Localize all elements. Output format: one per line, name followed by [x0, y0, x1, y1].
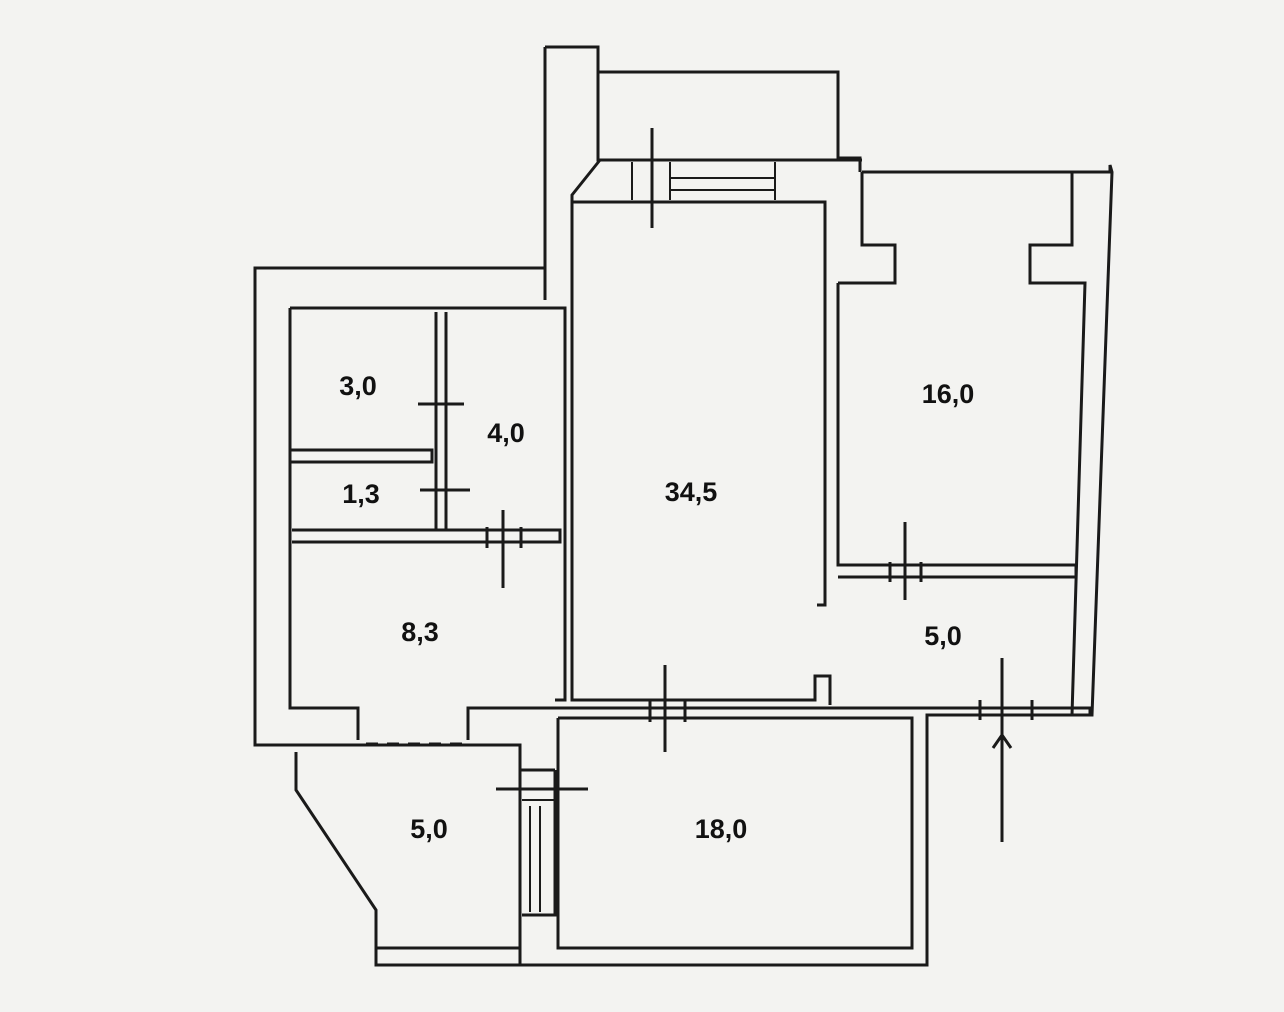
room-area-label: 1,3: [342, 479, 380, 509]
door-marks: [366, 128, 1034, 842]
room-area-label: 18,0: [695, 814, 748, 844]
room-labels: 3,0 4,0 1,3 8,3 34,5 16,0 5,0 5,0 18,0: [339, 371, 974, 844]
room-area-label: 8,3: [401, 617, 439, 647]
room-area-label: 34,5: [665, 477, 718, 507]
inner-walls: [288, 200, 1092, 950]
room-area-label: 5,0: [924, 621, 962, 651]
room-area-label: 16,0: [922, 379, 975, 409]
outer-walls: [253, 45, 1114, 967]
room-area-label: 5,0: [410, 814, 448, 844]
windows: [522, 162, 776, 912]
room-area-label: 4,0: [487, 418, 525, 448]
room-area-label: 3,0: [339, 371, 377, 401]
